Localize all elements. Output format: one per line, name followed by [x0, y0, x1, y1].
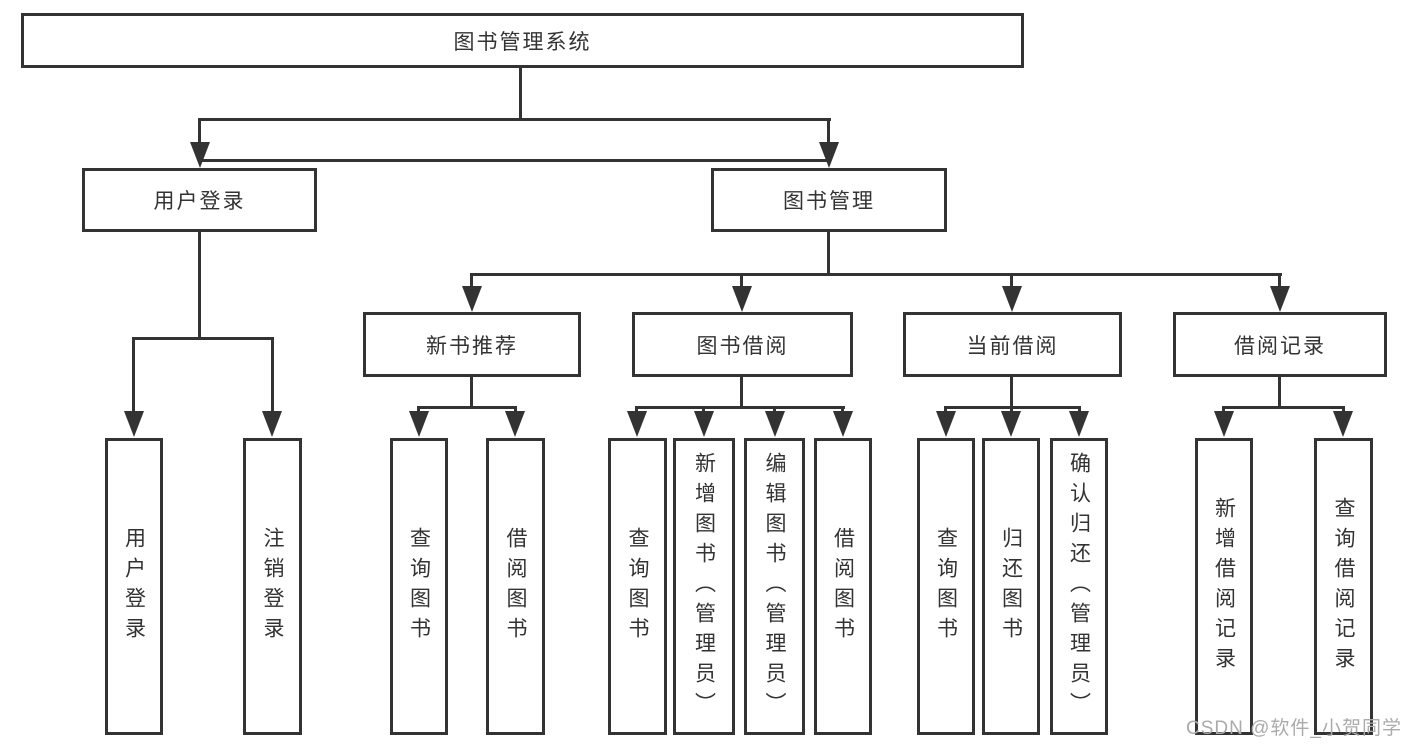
- node-new-book-recommend-label: 新书推荐: [426, 334, 518, 358]
- connector-user-branch-stub: [198, 230, 201, 339]
- connector-mgmt-branch-stub: [827, 230, 830, 276]
- leaf-current-confirm-admin: 确认归还（管理员）: [1050, 438, 1108, 735]
- leaf-current-query: 查询图书: [917, 438, 975, 735]
- arrow-down-borrow: [732, 286, 752, 312]
- connector-borrow-stub: [740, 375, 743, 409]
- node-current-borrow: 当前借阅: [903, 312, 1122, 377]
- arrow-down-current-leaf1: [936, 411, 956, 437]
- node-book-management-label: 图书管理: [783, 190, 875, 213]
- leaf-borrow-edit-admin-label: 编辑图书（管理员）: [763, 451, 786, 722]
- node-new-book-recommend: 新书推荐: [363, 312, 581, 377]
- leaf-current-confirm-admin-label: 确认归还（管理员）: [1067, 451, 1091, 722]
- connector-root-stub: [519, 66, 522, 120]
- leaf-borrow-query-label: 查询图书: [626, 526, 649, 647]
- node-borrow-records-label: 借阅记录: [1234, 334, 1326, 358]
- connector-borrow-rail: [635, 406, 845, 409]
- arrow-down-records: [1270, 286, 1290, 312]
- connector-level2-rail-lower: [198, 159, 831, 162]
- connector-level2-rail-upper: [198, 118, 831, 121]
- leaf-records-query-label: 查询借阅记录: [1332, 496, 1355, 677]
- node-current-borrow-label: 当前借阅: [966, 334, 1059, 358]
- arrow-down-newbook: [462, 286, 482, 312]
- leaf-newbook-borrow-label: 借阅图书: [504, 526, 527, 647]
- leaf-borrow-query: 查询图书: [608, 438, 667, 735]
- arrow-down-borrow-leaf1: [627, 411, 647, 437]
- leaf-user-login: 用户登录: [105, 438, 163, 735]
- node-user-login-label: 用户登录: [153, 190, 246, 213]
- leaf-current-return-label: 归还图书: [999, 526, 1023, 647]
- connector-l3-newbook-shaft: [470, 273, 473, 290]
- leaf-borrow-borrow-label: 借阅图书: [831, 526, 855, 647]
- node-book-management: 图书管理: [711, 168, 947, 232]
- leaf-newbook-query-label: 查询图书: [407, 526, 431, 647]
- arrow-down-borrow-leaf2: [694, 411, 714, 437]
- leaf-borrow-edit-admin: 编辑图书（管理员）: [744, 438, 805, 735]
- leaf-logout-label: 注销登录: [261, 526, 284, 647]
- node-book-borrow-label: 图书借阅: [696, 334, 789, 358]
- arrow-down-current: [1002, 286, 1022, 312]
- node-root: 图书管理系统: [21, 13, 1024, 68]
- arrow-down-records-leaf2: [1333, 411, 1353, 437]
- connector-newbook-stub: [470, 375, 473, 409]
- arrow-down-current-leaf2: [1001, 411, 1021, 437]
- leaf-borrow-add-admin: 新增图书（管理员）: [673, 438, 735, 735]
- connector-l3-current-shaft: [1010, 273, 1013, 290]
- connector-user-leaf1-shaft: [132, 337, 135, 416]
- arrow-down-current-leaf3: [1069, 411, 1089, 437]
- connector-records-stub: [1278, 375, 1281, 409]
- arrow-down-records-leaf1: [1214, 411, 1234, 437]
- leaf-newbook-query: 查询图书: [390, 438, 448, 735]
- leaf-records-add-label: 新增借阅记录: [1212, 496, 1236, 677]
- connector-l3-records-shaft: [1278, 273, 1281, 290]
- leaf-newbook-borrow: 借阅图书: [486, 438, 545, 735]
- connector-level3-rail: [470, 273, 1282, 276]
- leaf-user-login-label: 用户登录: [122, 526, 146, 647]
- arrow-down-user-leaf2: [262, 411, 282, 437]
- leaf-current-query-label: 查询图书: [934, 526, 958, 647]
- connector-newbook-rail: [417, 406, 517, 409]
- connector-user-leaf2-shaft: [271, 337, 274, 416]
- leaf-current-return: 归还图书: [982, 438, 1040, 735]
- node-book-borrow: 图书借阅: [632, 312, 853, 377]
- connector-records-rail: [1222, 406, 1345, 409]
- leaf-records-add: 新增借阅记录: [1195, 438, 1253, 735]
- connector-book-mgmt-shaft: [827, 118, 830, 146]
- leaf-logout: 注销登录: [243, 438, 302, 735]
- leaf-records-query: 查询借阅记录: [1314, 438, 1373, 735]
- connector-l3-borrow-shaft: [740, 273, 743, 290]
- node-user-login: 用户登录: [82, 168, 317, 232]
- connector-user-login-shaft: [198, 118, 201, 146]
- connector-user-branch-rail: [132, 337, 274, 340]
- arrow-down-newbook-leaf2: [505, 411, 525, 437]
- arrow-down-user-login: [190, 142, 210, 168]
- arrow-down-book-mgmt: [819, 142, 839, 168]
- leaf-borrow-add-admin-label: 新增图书（管理员）: [692, 451, 716, 722]
- connector-current-stub: [1010, 375, 1013, 409]
- node-root-label: 图书管理系统: [453, 30, 592, 54]
- arrow-down-borrow-leaf4: [833, 411, 853, 437]
- node-borrow-records: 借阅记录: [1173, 312, 1387, 377]
- leaf-borrow-borrow: 借阅图书: [814, 438, 872, 735]
- csdn-watermark: CSDN @软件_小贺同学: [1186, 718, 1402, 739]
- arrow-down-newbook-leaf1: [409, 411, 429, 437]
- arrow-down-borrow-leaf3: [765, 411, 785, 437]
- arrow-down-user-leaf1: [124, 411, 144, 437]
